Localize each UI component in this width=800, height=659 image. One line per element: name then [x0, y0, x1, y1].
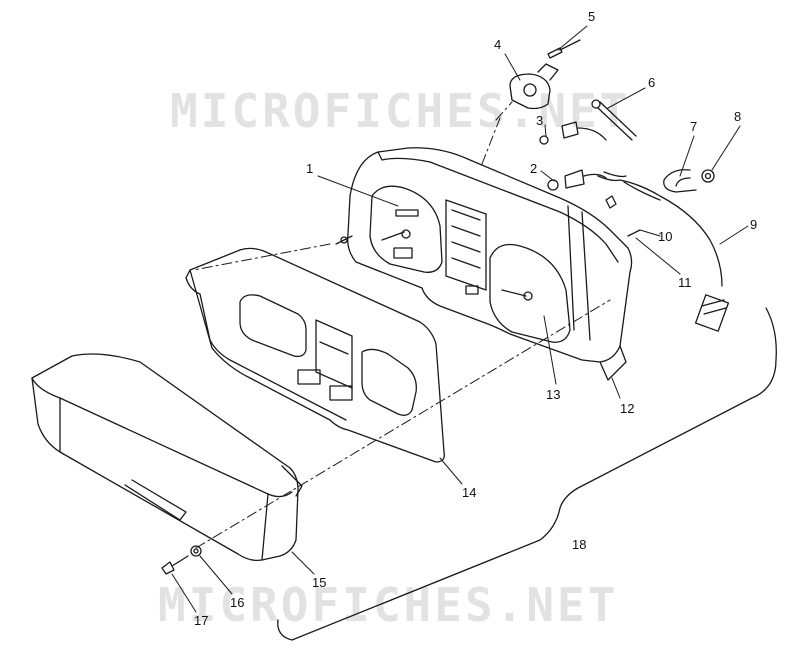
watermark-bottom: MICROFICHES.NET — [158, 578, 619, 632]
speed-sensor — [509, 63, 559, 110]
callout-4: 4 — [494, 37, 502, 52]
assembly-axes — [193, 101, 611, 549]
rod-6 — [591, 99, 637, 141]
meter-bezel — [185, 247, 445, 463]
leader-lines — [171, 25, 749, 613]
screw-8 — [701, 169, 715, 183]
callout-2: 2 — [530, 161, 538, 176]
callout-1: 1 — [306, 161, 314, 176]
callout-7: 7 — [690, 119, 698, 134]
callout-17: 17 — [194, 613, 209, 628]
callout-15: 15 — [312, 575, 327, 590]
washer-16 — [190, 545, 202, 557]
callout-10: 10 — [658, 229, 673, 244]
assembly-bracket-18 — [277, 307, 777, 641]
screw-5 — [547, 39, 581, 59]
callout-3: 3 — [536, 113, 544, 128]
watermark-top: MICROFICHES.NET — [170, 84, 631, 138]
lower-cover — [31, 353, 303, 562]
clamp-7 — [663, 169, 697, 193]
wiring-harness — [597, 171, 730, 332]
callout-9: 9 — [750, 217, 758, 232]
bulbs — [539, 121, 607, 191]
callout-11: 11 — [678, 275, 692, 290]
callout-8: 8 — [734, 109, 742, 124]
meter-housing — [335, 147, 633, 381]
callout-5: 5 — [588, 9, 596, 24]
callout-14: 14 — [462, 485, 477, 500]
callout-6: 6 — [648, 75, 656, 90]
callout-16: 16 — [230, 595, 245, 610]
callout-12: 12 — [620, 401, 635, 416]
callout-13: 13 — [546, 387, 561, 402]
callout-18: 18 — [572, 537, 587, 552]
screw-17 — [161, 555, 189, 575]
